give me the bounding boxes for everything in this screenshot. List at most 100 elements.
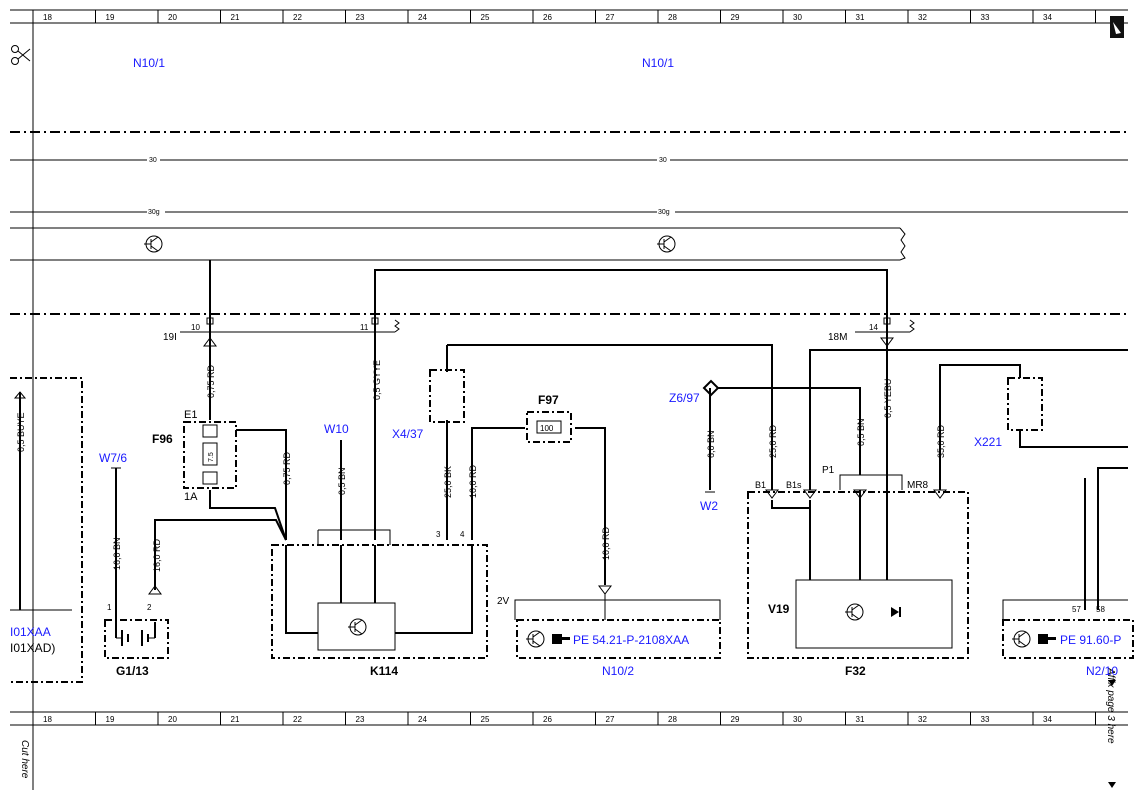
ruler-column-number: 30 bbox=[793, 715, 802, 724]
hand-pointer-icon bbox=[552, 634, 570, 644]
wire-label: 0,5 BN bbox=[856, 418, 866, 446]
x4-37-label: X4/37 bbox=[392, 427, 424, 441]
transistor-icon-f32 bbox=[845, 603, 864, 621]
f96-label: F96 bbox=[152, 432, 173, 446]
wire-label: 0,75 RD bbox=[282, 451, 292, 485]
b1-label: B1 bbox=[755, 480, 766, 490]
f96-value: 7.5 bbox=[208, 452, 215, 462]
ruler-column-number: 24 bbox=[418, 13, 427, 22]
pin-1-label: 1 bbox=[107, 603, 112, 612]
wire-label: 0,5 GYYE bbox=[372, 360, 382, 400]
ruler-column-number: 29 bbox=[731, 13, 740, 22]
p1-label: P1 bbox=[822, 465, 835, 476]
f32-module bbox=[747, 474, 969, 659]
ruler-column-number: 28 bbox=[668, 715, 677, 724]
pin-58-label: 58 bbox=[1096, 605, 1105, 614]
ruler-column-number: 22 bbox=[293, 13, 302, 22]
c19i-label: 19I bbox=[163, 332, 177, 343]
pin-10-label: 10 bbox=[191, 323, 200, 332]
z6-97-label: Z6/97 bbox=[669, 391, 700, 405]
bus-30g: 30g 30g bbox=[10, 209, 1128, 216]
pin-4-label: 4 bbox=[460, 530, 465, 539]
wire-label: 10,0 RD bbox=[468, 464, 478, 498]
bus-30: 30 30 bbox=[10, 157, 1128, 164]
transistor-icon-1 bbox=[144, 235, 163, 253]
left-partial-module bbox=[10, 377, 83, 683]
f97-fuse bbox=[526, 411, 572, 443]
f96-e1-label: E1 bbox=[184, 409, 197, 421]
wire-label: 0,5 BN bbox=[337, 467, 347, 495]
cut-here-label: Cut here bbox=[19, 740, 30, 779]
bus-30g-label-right: 30g bbox=[658, 209, 670, 216]
ruler-column-number: 33 bbox=[981, 13, 990, 22]
ruler-column-number: 21 bbox=[231, 715, 240, 724]
ruler-column-number: 29 bbox=[731, 715, 740, 724]
ruler-column-number: 22 bbox=[293, 715, 302, 724]
affix-label: Affix page 3 here bbox=[1105, 667, 1116, 744]
f96-fuse bbox=[183, 421, 237, 489]
transistor-icon-n2-10 bbox=[1012, 630, 1031, 648]
wire-labels: 0,5 BUYE 0,75 RD 0,75 RD 0,5 GYYE 0,5 BN… bbox=[16, 360, 946, 572]
ruler-column-number: 28 bbox=[668, 13, 677, 22]
ruler-column-number: 25 bbox=[481, 13, 490, 22]
ref-left-label-2: I01XAD) bbox=[10, 641, 55, 655]
wiring bbox=[111, 260, 1128, 622]
k114-relay bbox=[271, 529, 488, 659]
ruler-column-number: 32 bbox=[918, 13, 927, 22]
wire-label: 16,0 BN bbox=[112, 537, 122, 570]
scissors-icon bbox=[11, 45, 31, 65]
ruler-column-number: 23 bbox=[356, 715, 365, 724]
transistor-icon-n10-2 bbox=[526, 630, 545, 648]
f96-1a-label: 1A bbox=[184, 491, 198, 503]
hand-pointer-icon-2 bbox=[1038, 634, 1056, 644]
ruler-column-number: 33 bbox=[981, 715, 990, 724]
wire-label: 25,0 BK bbox=[443, 466, 453, 498]
ruler-column-number: 19 bbox=[106, 13, 115, 22]
f97-value: 100 bbox=[540, 424, 554, 433]
ruler-column-number: 25 bbox=[481, 715, 490, 724]
pin-2-label: 2 bbox=[147, 603, 152, 612]
x221-label: X221 bbox=[974, 435, 1002, 449]
arrow-down-icon bbox=[1108, 782, 1116, 788]
mr8-label: MR8 bbox=[907, 480, 929, 491]
w10-label: W10 bbox=[324, 422, 349, 436]
ruler-column-number: 24 bbox=[418, 715, 427, 724]
connector-labels: 19I 18M 2V 10 11 14 3 4 1 2 57 58 B1 B1s… bbox=[107, 323, 1105, 614]
ruler-column-number: 26 bbox=[543, 715, 552, 724]
n2-10-module bbox=[1002, 599, 1134, 659]
ruler-column-number: 27 bbox=[606, 715, 615, 724]
wire-label: 35,0 RD bbox=[936, 424, 946, 458]
n10-1-label-left: N10/1 bbox=[133, 56, 165, 70]
bus-30-label-left: 30 bbox=[149, 157, 157, 164]
transistor-icon-2 bbox=[657, 235, 676, 253]
wire-label: 25,0 RD bbox=[768, 424, 778, 458]
ruler-column-number: 23 bbox=[356, 13, 365, 22]
ruler-column-number: 27 bbox=[606, 13, 615, 22]
pin-11-label: 11 bbox=[360, 323, 369, 332]
bus-30-label-right: 30 bbox=[659, 157, 667, 164]
ruler-column-number: 20 bbox=[168, 715, 177, 724]
w7-6-label: W7/6 bbox=[99, 451, 127, 465]
ruler-column-number: 34 bbox=[1043, 715, 1052, 724]
n10-2-module bbox=[514, 594, 721, 659]
n10-1-band bbox=[10, 227, 906, 261]
arrow-down-icon-2 bbox=[1108, 680, 1116, 686]
ref-left-label-1: I01XAA bbox=[10, 625, 51, 639]
n10-2-label: N10/2 bbox=[602, 664, 634, 678]
ruler-column-number: 21 bbox=[231, 13, 240, 22]
c2v-label: 2V bbox=[497, 596, 510, 607]
transistor-icon-k114 bbox=[348, 618, 367, 636]
ruler-column-number: 18 bbox=[43, 13, 52, 22]
c18m-label: 18M bbox=[828, 332, 847, 343]
n10-1-label-right: N10/1 bbox=[642, 56, 674, 70]
n2-10-label: N2/10 bbox=[1086, 664, 1118, 678]
v19-label: V19 bbox=[768, 602, 790, 616]
ruler-column-number: 34 bbox=[1043, 13, 1052, 22]
ruler-column-number: 32 bbox=[918, 715, 927, 724]
ruler-column-number: 30 bbox=[793, 13, 802, 22]
diode-icon bbox=[891, 607, 901, 617]
k114-label: K114 bbox=[370, 664, 398, 678]
